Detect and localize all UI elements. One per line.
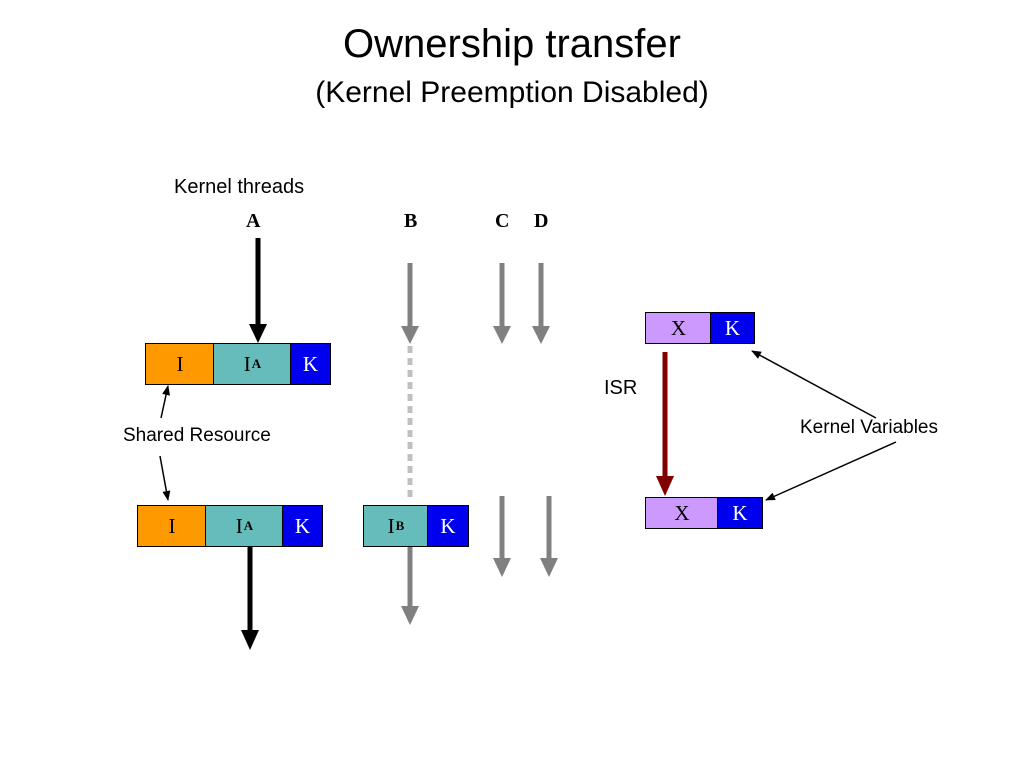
b-resource-ib-text: I [387,513,395,538]
thread-d-arrow-bottom [540,496,558,577]
thread-b-label: B [404,210,418,232]
thread-d-arrow-top [532,263,550,344]
kv-bottom-x-text: X [674,500,690,525]
bottom-resource-i-cell: I [137,505,207,547]
top-resource-ia-text: I [243,351,251,376]
thread-c-arrow-top [493,263,511,344]
isr-label: ISR [604,377,638,399]
thread-c-label: C [495,210,510,232]
kv-top-x-text: X [670,315,687,340]
thread-a-arrow-bottom [241,546,259,650]
top-resource-k-cell: K [290,343,331,385]
top-resource-i-text: I [176,351,184,376]
thread-c-arrow-bottom [493,496,511,577]
kernel-variables-label: Kernel Variables [800,417,939,438]
b-resource-k-text: K [440,513,456,538]
kernel-variables-arrow-up [751,350,877,419]
b-resource-k-cell: K [427,505,469,547]
isr-arrow [656,352,674,496]
slide-subtitle: (Kernel Preemption Disabled) [315,76,709,109]
kv-bottom-k-text: K [732,500,748,525]
slide-title: Ownership transfer [343,22,681,66]
kv-top-k-cell: K [710,312,755,344]
thread-b-arrow-top [401,263,419,344]
thread-d-label: D [534,210,549,232]
kv-top-k-text: K [724,315,741,340]
kv-top-x-cell: X [645,312,712,344]
top-resource-ia-subscript: A [251,356,262,371]
thread-b-arrow-bottom [401,546,419,625]
kernel-variables-arrow-down [765,441,897,501]
shared-resource-label: Shared Resource [123,425,271,446]
top-resource-i-cell: I [145,343,215,385]
kernel-threads-label: Kernel threads [174,176,305,198]
bottom-resource-i-text: I [168,513,176,538]
shared-resource-arrow-down [159,455,171,501]
shared-resource-arrow-up [160,385,170,419]
bottom-resource-k-text: K [294,513,311,538]
bottom-resource-k-cell: K [282,505,323,547]
kv-bottom-x-cell: X [645,497,719,529]
thread-a-label: A [246,210,261,232]
bottom-resource-ia-subscript: A [243,518,254,533]
top-resource-k-text: K [302,351,319,376]
kv-bottom-k-cell: K [717,497,763,529]
b-resource-ib-subscript: B [395,518,405,533]
bottom-resource-ia-text: I [235,513,243,538]
thread-a-arrow-top [249,238,267,343]
